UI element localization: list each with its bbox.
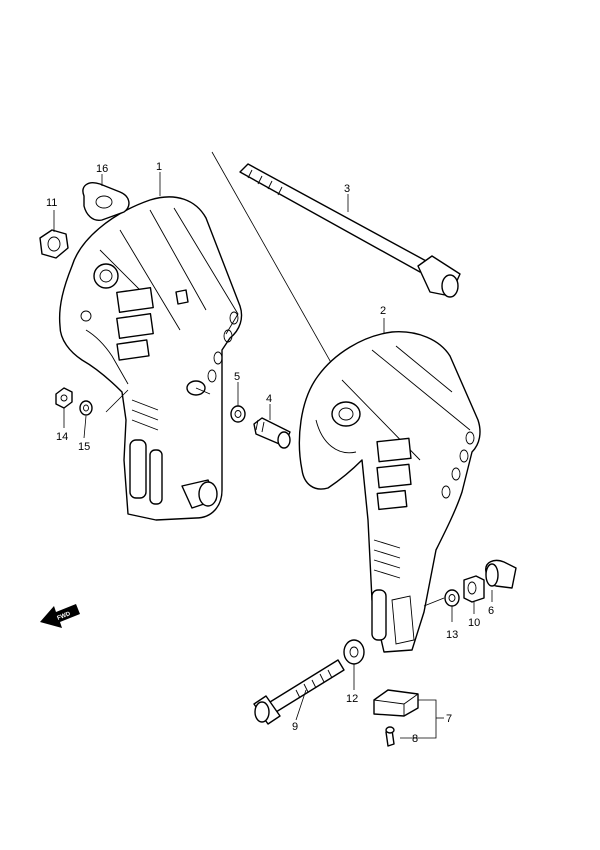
screw-8 bbox=[385, 726, 395, 747]
fwd-label: FWD bbox=[57, 611, 73, 622]
plate-16 bbox=[82, 182, 130, 221]
pin-4 bbox=[253, 417, 291, 449]
callout-6: 6 bbox=[488, 605, 494, 617]
callout-13: 13 bbox=[446, 629, 458, 641]
through-bolt-3 bbox=[239, 163, 461, 298]
callout-1: 1 bbox=[156, 161, 162, 173]
sleeve-6 bbox=[485, 559, 517, 589]
callout-8: 8 bbox=[412, 733, 418, 745]
nut-14 bbox=[55, 387, 73, 409]
bolt-9 bbox=[253, 659, 345, 725]
nut-11 bbox=[39, 229, 69, 259]
washer-12 bbox=[343, 639, 365, 665]
callout-14: 14 bbox=[56, 431, 68, 443]
callout-11: 11 bbox=[46, 197, 57, 209]
callout-3: 3 bbox=[344, 183, 350, 195]
bushing-10 bbox=[463, 575, 485, 603]
callout-4: 4 bbox=[266, 393, 272, 405]
washer-15 bbox=[79, 400, 93, 416]
washer-5 bbox=[230, 405, 246, 423]
washer-13 bbox=[444, 589, 460, 607]
callout-labels: 1 2 3 4 5 6 7 8 9 10 11 12 13 14 15 16 bbox=[46, 161, 494, 745]
fwd-arrow-icon: FWD bbox=[40, 604, 80, 628]
leader-lines bbox=[53, 172, 493, 739]
callout-9: 9 bbox=[292, 721, 298, 733]
callout-12: 12 bbox=[346, 693, 358, 705]
callout-16: 16 bbox=[96, 163, 108, 175]
callout-5: 5 bbox=[234, 371, 240, 383]
clamp-bracket-1 bbox=[58, 196, 243, 521]
callout-15: 15 bbox=[78, 441, 90, 453]
callout-7: 7 bbox=[446, 713, 452, 725]
clamp-bracket-2 bbox=[298, 331, 481, 653]
callout-2: 2 bbox=[380, 305, 386, 317]
square-nut-7 bbox=[373, 689, 419, 717]
callout-10: 10 bbox=[468, 617, 480, 629]
